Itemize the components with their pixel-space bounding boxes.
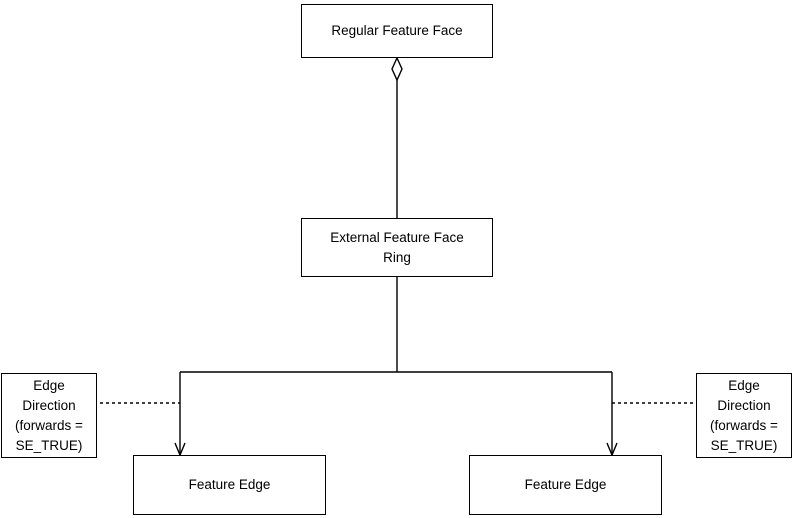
node-external-feature-face-ring-label-line1: External Feature Face [330, 229, 464, 245]
aggregation-diamond-icon [391, 56, 403, 82]
node-feature-edge-left: Feature Edge [133, 455, 326, 515]
node-feature-edge-left-label: Feature Edge [188, 477, 271, 492]
node-edge-direction-left-label-line1: Edge [33, 377, 65, 393]
node-edge-direction-left-label-line3: (forwards = [15, 417, 83, 433]
node-regular-feature-face-label: Regular Feature Face [331, 23, 463, 38]
node-edge-direction-left-label-line4: SE_TRUE) [15, 437, 83, 453]
node-edge-direction-left: Edge Direction (forwards = SE_TRUE) [1, 373, 97, 458]
node-external-feature-face-ring: External Feature Face Ring [301, 218, 493, 277]
node-edge-direction-right-label-line1: Edge [728, 377, 760, 393]
node-edge-direction-right-label-line3: (forwards = [710, 417, 778, 433]
node-edge-direction-left-label-line2: Direction [22, 397, 76, 413]
node-external-feature-face-ring-label-line2: Ring [383, 249, 411, 265]
node-feature-edge-right-label: Feature Edge [524, 477, 607, 492]
node-edge-direction-right-label-line4: SE_TRUE) [710, 437, 778, 453]
node-feature-edge-right: Feature Edge [469, 455, 662, 515]
node-edge-direction-right-label-line2: Direction [717, 397, 771, 413]
node-edge-direction-right: Edge Direction (forwards = SE_TRUE) [696, 373, 792, 458]
node-regular-feature-face: Regular Feature Face [301, 4, 493, 58]
